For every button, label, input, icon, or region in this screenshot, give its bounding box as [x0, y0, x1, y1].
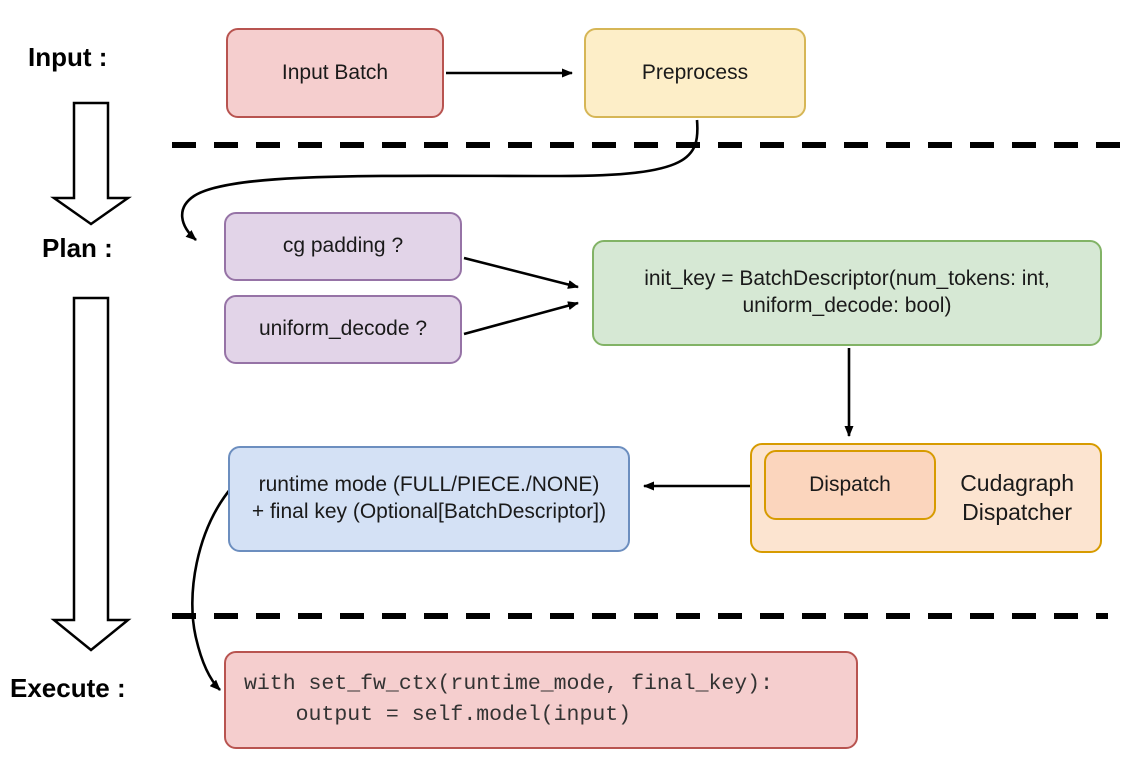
node-execute-code[interactable]: with set_fw_ctx(runtime_mode, final_key)… [224, 651, 858, 749]
node-cudagraph-dispatcher-text: Cudagraph Dispatcher [960, 469, 1074, 528]
node-runtime-mode-line1: runtime mode (FULL/PIECE./NONE) [258, 473, 600, 497]
node-preprocess-label: Preprocess [641, 60, 749, 84]
input-to-plan-block-arrow [50, 101, 132, 226]
node-cg-padding[interactable]: cg padding ? [224, 212, 462, 281]
node-execute-code-text: with set_fw_ctx(runtime_mode, final_key)… [244, 671, 773, 727]
node-cg-padding-label: cg padding ? [282, 234, 404, 258]
node-runtime-mode-line2: + final key (Optional[BatchDescriptor]) [251, 500, 607, 523]
stage-label-execute: Execute : [10, 673, 126, 703]
node-uniform-decode[interactable]: uniform_decode ? [224, 295, 462, 364]
node-init-key-line1: init_key = BatchDescriptor(num_tokens: i… [644, 267, 1050, 291]
node-input-batch-label: Input Batch [281, 60, 389, 84]
stage-label-plan: Plan : [42, 233, 113, 263]
node-init-key-text: init_key = BatchDescriptor(num_tokens: i… [644, 266, 1050, 320]
node-init-key-line2: uniform_decode: bool) [742, 294, 952, 317]
node-init-key[interactable]: init_key = BatchDescriptor(num_tokens: i… [592, 240, 1102, 346]
node-dispatch-label: Dispatch [809, 472, 891, 496]
node-input-batch[interactable]: Input Batch [226, 28, 444, 118]
node-cudagraph-dispatcher-line1: Cudagraph [960, 469, 1074, 496]
edge-cg-padding-to-init-key [463, 256, 579, 289]
node-cudagraph-dispatcher-line2: Dispatcher [962, 499, 1073, 525]
node-preprocess[interactable]: Preprocess [584, 28, 806, 118]
node-dispatch[interactable]: Dispatch [764, 450, 936, 520]
node-runtime-mode[interactable]: runtime mode (FULL/PIECE./NONE) + final … [228, 446, 630, 552]
stage-label-input: Input : [28, 42, 108, 72]
plan-to-execute-block-arrow [50, 296, 132, 652]
node-runtime-mode-text: runtime mode (FULL/PIECE./NONE) + final … [252, 472, 606, 526]
node-uniform-decode-label: uniform_decode ? [258, 317, 428, 341]
edge-uniform-decode-to-init-key [463, 301, 579, 336]
